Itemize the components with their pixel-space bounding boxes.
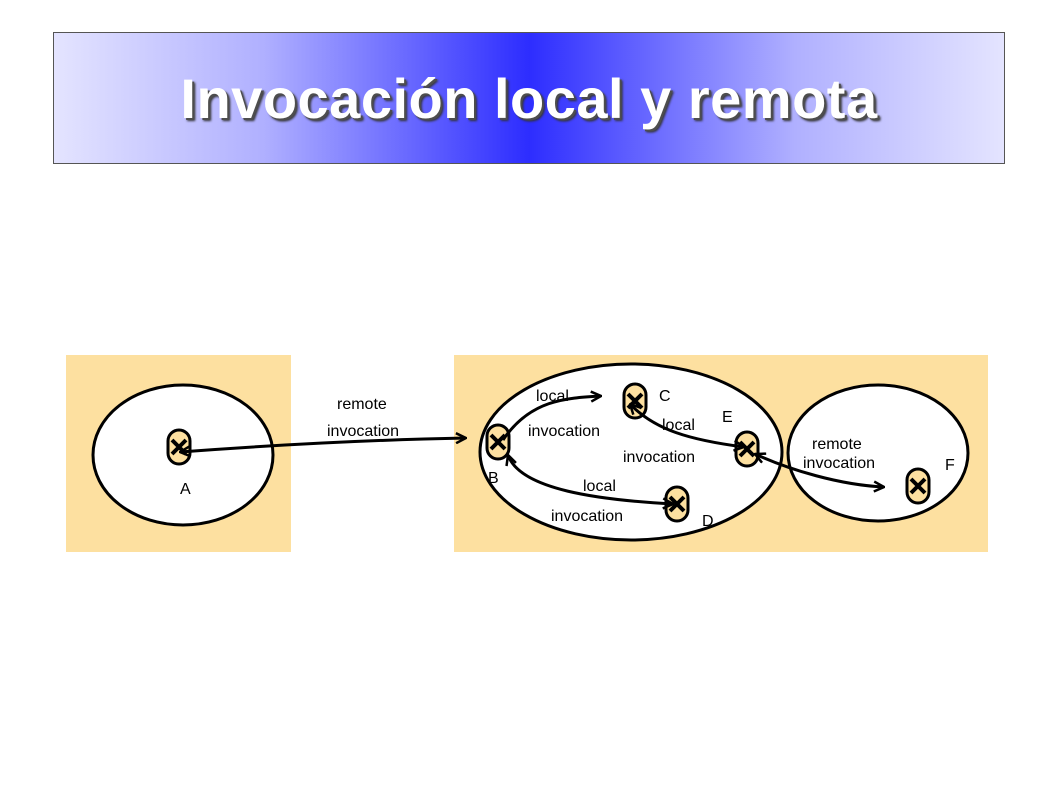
title-banner: Invocación local y remota bbox=[53, 32, 1005, 164]
object-b[interactable] bbox=[485, 423, 511, 461]
object-label-f: F bbox=[945, 457, 955, 474]
label-local-ce-line1: local bbox=[662, 417, 695, 434]
page-title: Invocación local y remota bbox=[180, 66, 878, 130]
object-label-b: B bbox=[488, 470, 499, 487]
object-e[interactable] bbox=[734, 430, 760, 468]
label-remote-ef-line2: invocation bbox=[803, 455, 875, 472]
remote-invocation-arrow-a-b bbox=[180, 438, 466, 452]
object-f[interactable] bbox=[905, 467, 931, 505]
container-right bbox=[786, 383, 970, 523]
label-local-ce-line2: invocation bbox=[623, 449, 695, 466]
label-remote-ef-line1: remote bbox=[812, 436, 862, 453]
object-label-c: C bbox=[659, 388, 671, 405]
object-label-a: A bbox=[180, 481, 191, 498]
label-remote-ab-line2: invocation bbox=[327, 423, 399, 440]
local-invocation-arrow-c-e bbox=[630, 404, 744, 447]
label-local-bc-line2: invocation bbox=[528, 423, 600, 440]
label-local-bd-line1: local bbox=[583, 478, 616, 495]
object-label-e: E bbox=[722, 409, 733, 426]
object-a[interactable] bbox=[166, 428, 192, 466]
object-c[interactable] bbox=[622, 382, 648, 420]
label-local-bd-line2: invocation bbox=[551, 508, 623, 525]
remote-invocation-arrow-e-f bbox=[755, 454, 884, 487]
local-invocation-arrow-b-c bbox=[501, 396, 601, 441]
object-label-d: D bbox=[702, 513, 714, 530]
label-remote-ab-line1: remote bbox=[337, 396, 387, 413]
local-invocation-arrow-b-d bbox=[508, 455, 673, 504]
label-local-bc-line1: local bbox=[536, 388, 569, 405]
